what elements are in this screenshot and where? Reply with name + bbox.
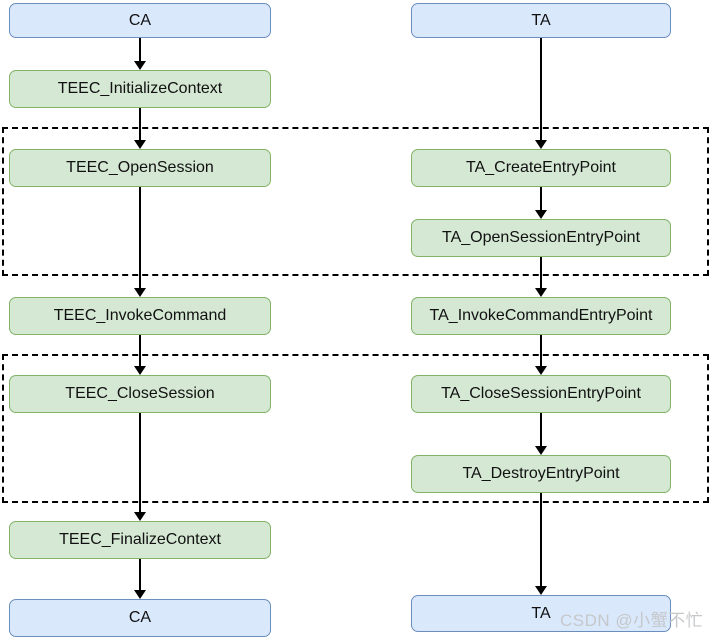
arrowhead-icon <box>134 366 146 375</box>
arrowhead-icon <box>134 288 146 297</box>
arrow-shaft <box>540 187 542 210</box>
arrow-initializecontext-to-opensession <box>134 108 146 149</box>
arrowhead-icon <box>535 140 547 149</box>
arrow-shaft <box>139 38 141 61</box>
node-ca-bottom: CA <box>9 599 271 637</box>
node-ta-invoke-command-entry-point: TA_InvokeCommandEntryPoint <box>411 297 671 335</box>
arrow-closesession-to-finalizecontext <box>134 413 146 521</box>
arrow-invokecommand-to-closesession <box>134 335 146 375</box>
arrow-shaft <box>139 108 141 140</box>
node-ta-destroy-entry-point: TA_DestroyEntryPoint <box>411 455 671 493</box>
arrowhead-icon <box>134 61 146 70</box>
arrow-shaft <box>139 187 141 288</box>
node-teec-finalize-context: TEEC_FinalizeContext <box>9 521 271 559</box>
node-teec-close-session: TEEC_CloseSession <box>9 375 271 413</box>
arrow-shaft <box>139 413 141 512</box>
node-ta-bottom: TA <box>411 595 671 632</box>
arrowhead-icon <box>134 140 146 149</box>
arrow-shaft <box>540 493 542 586</box>
node-ta-open-session-entry-point: TA_OpenSessionEntryPoint <box>411 219 671 257</box>
arrowhead-icon <box>535 210 547 219</box>
arrow-invokecommandentrypoint-to-closesessionentrypoint <box>535 335 547 375</box>
arrow-ta-to-createentrypoint <box>535 38 547 149</box>
node-ta-create-entry-point: TA_CreateEntryPoint <box>411 149 671 187</box>
node-ca-top: CA <box>9 3 271 38</box>
open-session-group-box <box>2 127 709 276</box>
csdn-watermark: CSDN @小蟹不忙 <box>560 611 704 630</box>
arrow-shaft <box>540 38 542 140</box>
arrowhead-icon <box>134 590 146 599</box>
arrow-ca-to-initializecontext <box>134 38 146 70</box>
arrowhead-icon <box>535 446 547 455</box>
arrowhead-icon <box>134 512 146 521</box>
node-ta-close-session-entry-point: TA_CloseSessionEntryPoint <box>411 375 671 413</box>
arrowhead-icon <box>535 586 547 595</box>
arrow-shaft <box>139 335 141 366</box>
arrow-shaft <box>540 413 542 446</box>
arrow-destroyentrypoint-to-ta <box>535 493 547 595</box>
arrow-closesessionentrypoint-to-destroyentrypoint <box>535 413 547 455</box>
node-teec-open-session: TEEC_OpenSession <box>9 149 271 187</box>
arrow-shaft <box>540 335 542 366</box>
arrowhead-icon <box>535 366 547 375</box>
arrow-opensessionentrypoint-to-invokecommandentrypoint <box>535 257 547 297</box>
close-session-group-box <box>2 354 709 503</box>
node-ta-top: TA <box>411 3 671 38</box>
arrow-shaft <box>139 559 141 590</box>
node-teec-initialize-context: TEEC_InitializeContext <box>9 70 271 108</box>
arrow-createentrypoint-to-opensessionentrypoint <box>535 187 547 219</box>
arrow-finalizecontext-to-ca <box>134 559 146 599</box>
arrow-shaft <box>540 257 542 288</box>
arrowhead-icon <box>535 288 547 297</box>
arrow-opensession-to-invokecommand <box>134 187 146 297</box>
node-teec-invoke-command: TEEC_InvokeCommand <box>9 297 271 335</box>
